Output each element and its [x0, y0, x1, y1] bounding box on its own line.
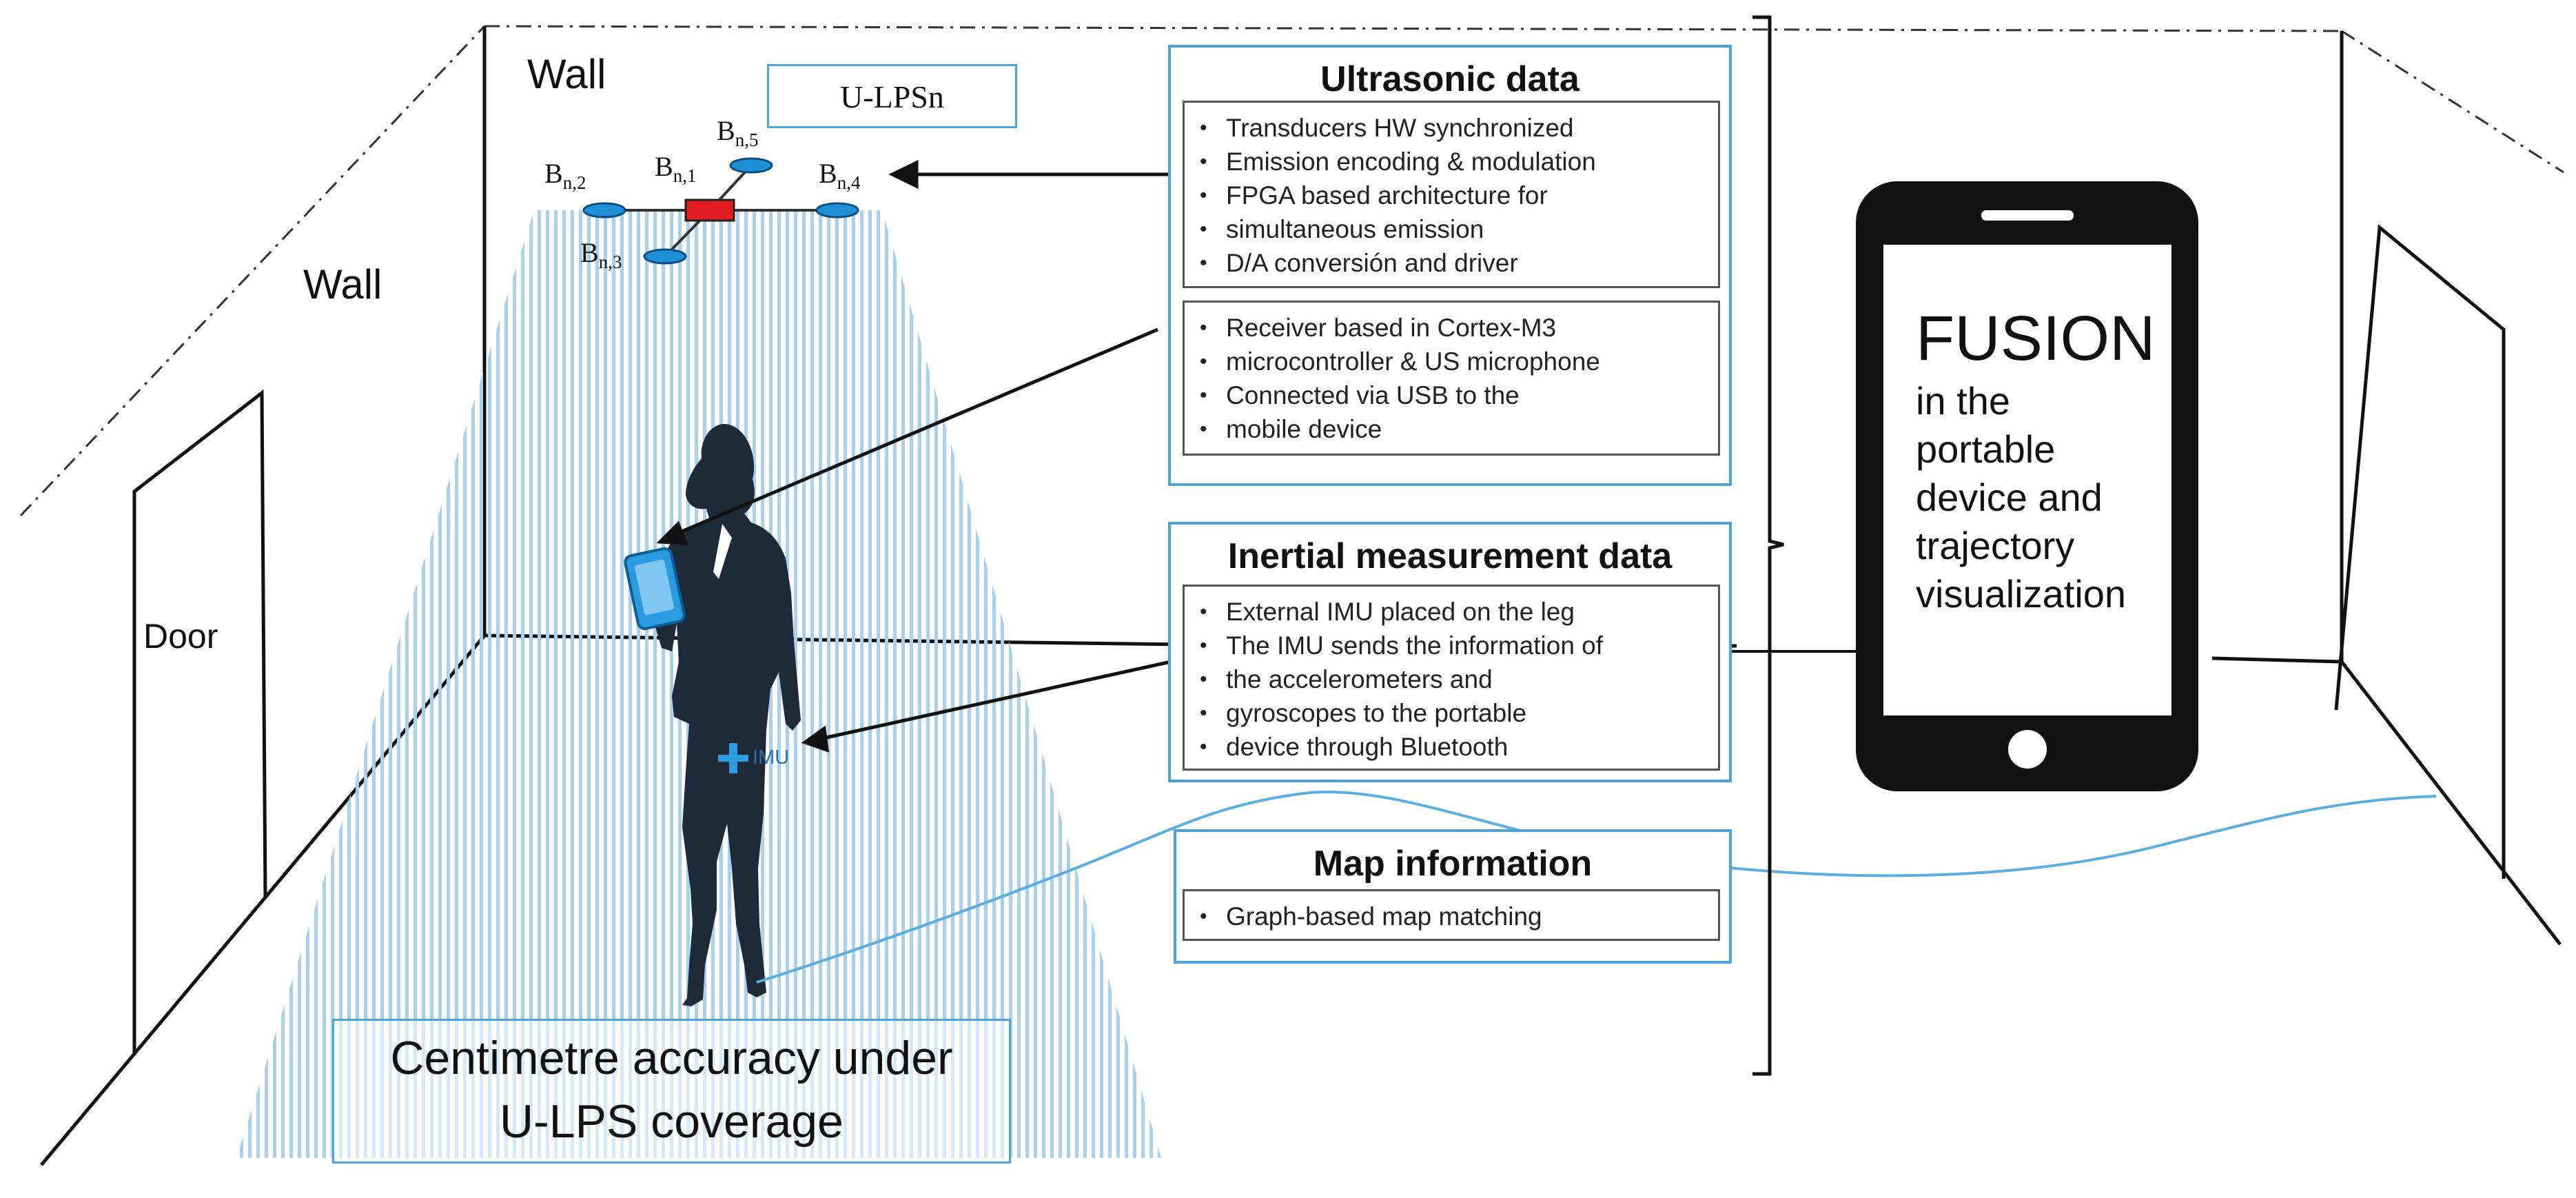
tablet-in-hand: [624, 547, 686, 631]
list-item: Transducers HW synchronized: [1185, 111, 1718, 145]
ulps-box-label: U-LPSn: [840, 79, 944, 114]
grouping-bracket: [1752, 15, 1784, 1076]
right-door: [2334, 224, 2506, 879]
inertial-data-panel: Inertial measurement data External IMU p…: [1168, 522, 1732, 782]
coverage-caption-line-2: U-LPS coverage: [500, 1095, 844, 1148]
trajectory-path: [756, 790, 2437, 984]
phone-line: trajectory: [1916, 524, 2075, 567]
phone-line: device and: [1916, 476, 2103, 519]
list-item: Emission encoding & modulation: [1185, 145, 1718, 179]
list-item: simultaneous emission: [1185, 212, 1718, 246]
map-information-title: Map information: [1313, 844, 1593, 884]
beacon-label-n3: Bn,3: [580, 237, 622, 272]
list-item: gyroscopes to the portable: [1185, 696, 1718, 730]
beacon-n1-center: [684, 199, 735, 222]
beacon-label-n5: Bn,5: [717, 115, 759, 150]
phone-line: portable: [1916, 427, 2056, 471]
beacon-n5-dot: [729, 157, 773, 174]
list-item: D/A conversión and driver: [1185, 246, 1718, 280]
beacon-label-n1: Bn,1: [655, 151, 697, 186]
list-item: External IMU placed on the leg: [1185, 595, 1718, 629]
emitter-features-box: Transducers HW synchronized Emission enc…: [1183, 101, 1720, 288]
ulps-box: U-LPSn: [767, 64, 1017, 128]
smartphone: [1856, 181, 2198, 791]
phone-line: visualization: [1916, 572, 2127, 616]
left-door: [132, 389, 267, 1053]
inertial-data-title: Inertial measurement data: [1227, 536, 1673, 576]
phone-home-button-icon: [2008, 730, 2047, 769]
beacon-label-n4: Bn,4: [819, 158, 861, 193]
beacon-label-n2: Bn,2: [544, 158, 586, 193]
door-label: Door: [143, 617, 218, 656]
beacon-n4-dot: [815, 202, 859, 219]
connector-arrows: [656, 160, 1856, 753]
person-silhouette: [653, 424, 801, 1006]
coverage-caption-line-1: Centimetre accuracy under: [390, 1032, 953, 1084]
list-item: Receiver based in Cortex-M3: [1185, 311, 1718, 345]
inertial-features-box: External IMU placed on the leg The IMU s…: [1183, 585, 1720, 771]
receiver-features-box: Receiver based in Cortex-M3 microcontrol…: [1183, 301, 1720, 456]
wall-label-left: Wall: [303, 261, 382, 307]
list-item: the accelerometers and: [1185, 662, 1718, 696]
phone-screen-text: FUSION in the portable device and trajec…: [1916, 307, 2164, 618]
list-item: Graph-based map matching: [1185, 900, 1718, 933]
beacon-array: [582, 157, 859, 265]
list-item: Connected via USB to the: [1185, 378, 1718, 412]
coverage-caption-box: Centimetre accuracy under U-LPS coverage: [332, 1019, 1011, 1164]
list-item: The IMU sends the information of: [1185, 629, 1718, 662]
imu-tag-label: IMU: [753, 747, 790, 769]
beacon-n2-dot: [582, 202, 626, 219]
list-item: FPGA based architecture for: [1185, 179, 1718, 212]
phone-line: in the: [1916, 379, 2010, 423]
imu-marker: [718, 743, 748, 773]
wall-label-back: Wall: [527, 51, 606, 97]
map-information-panel: Map information Graph-based map matching: [1174, 829, 1732, 964]
room-ceiling-outline: [19, 25, 2564, 517]
map-features-box: Graph-based map matching: [1183, 889, 1720, 941]
list-item: microcontroller & US microphone: [1185, 345, 1718, 378]
ultrasonic-data-title: Ultrasonic data: [1320, 59, 1580, 99]
list-item: mobile device: [1185, 412, 1718, 446]
list-item: device through Bluetooth: [1185, 730, 1718, 764]
beacon-n3-dot: [643, 248, 687, 265]
ultrasonic-data-panel: Ultrasonic data Transducers HW synchroni…: [1168, 45, 1732, 486]
phone-speaker-icon: [1981, 210, 2074, 221]
fusion-title: FUSION: [1916, 303, 2156, 374]
